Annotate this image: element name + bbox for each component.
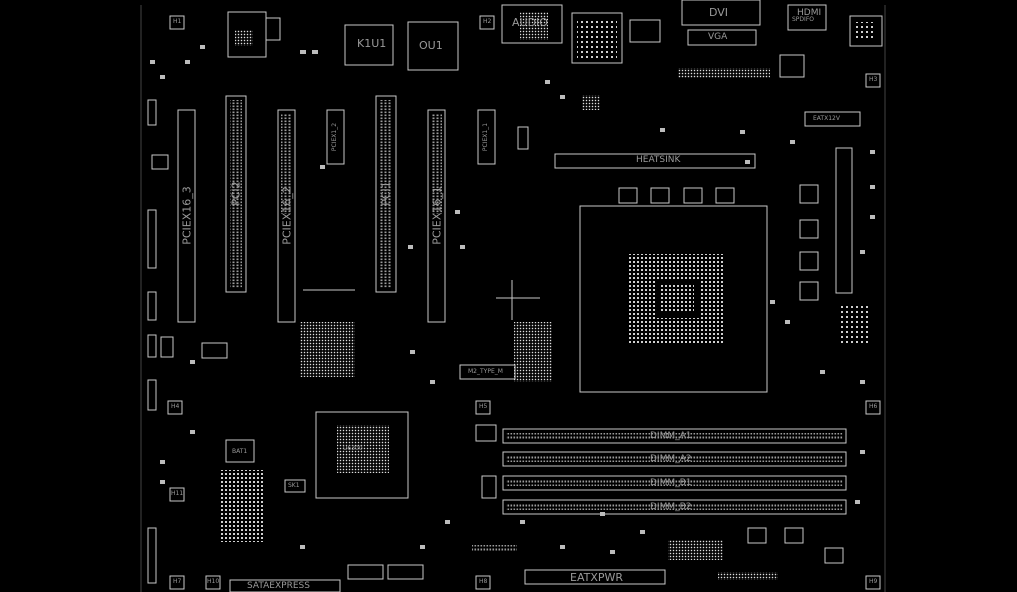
connector-top-right: [849, 15, 883, 47]
dimm-slot-b2-pins: [506, 504, 843, 510]
io-chip-top-left-pads: [235, 30, 253, 46]
bottom-right-cluster: [668, 540, 723, 560]
vrm-choke-8: [799, 281, 819, 301]
cpu-socket-center-pads: [660, 285, 694, 313]
slot-pci2: [225, 95, 247, 293]
slot-pci1-pins: [380, 100, 392, 288]
resistor-row-top: [678, 68, 770, 78]
dimm-slot-a1: [502, 428, 847, 444]
battery: [225, 439, 255, 463]
chip-near-heatsink: [582, 95, 600, 110]
dvi-connector: [681, 0, 761, 26]
eatxpwr-connector: [524, 569, 666, 585]
vrm-choke-6: [799, 219, 819, 239]
audio-pins: [520, 12, 548, 40]
small-comp-m2: [481, 475, 497, 499]
vrm-choke-3: [683, 187, 703, 204]
chip-top-right: [779, 54, 805, 78]
bottom-right-chip-1: [747, 527, 767, 544]
dimm-slot-b1: [502, 475, 847, 491]
m2-area-parts: [514, 322, 552, 382]
vrm-choke-5: [799, 184, 819, 204]
left-comp-2: [147, 209, 157, 269]
mount-hole-h4: [167, 400, 183, 415]
chip-audio-codec-pads: [577, 20, 617, 60]
slot-pciex16-2: [277, 109, 296, 323]
mount-hole-h11: [169, 487, 185, 502]
mount-hole-h1: [169, 15, 185, 30]
vga-connector: [687, 29, 757, 46]
mount-hole-h10: [205, 575, 221, 590]
slot-pciex16-3: [177, 109, 196, 323]
slot-pci2-pins: [230, 100, 242, 288]
component-ou1: [407, 21, 459, 71]
sata-cluster: [220, 470, 265, 542]
heatsink-bracket: [554, 153, 756, 169]
vrm-choke-7: [799, 251, 819, 271]
mount-hole-h3: [865, 73, 881, 88]
passive-components: [150, 45, 875, 554]
mount-hole-h6: [865, 400, 881, 415]
mount-hole-h2: [479, 15, 495, 30]
left-comp-5: [147, 379, 157, 411]
slot-pciex1-1: [477, 109, 496, 165]
cap-left-mid: [160, 336, 174, 358]
pch-chip: [337, 425, 389, 473]
bottom-right-chip-3: [824, 547, 844, 564]
slot-pciex16-1-pins: [431, 114, 442, 214]
bottom-right-chip-2: [784, 527, 804, 544]
mount-hole-h5: [475, 400, 491, 415]
left-chip-1: [151, 154, 169, 170]
sataexpress-connector: [229, 579, 341, 592]
dimm-slot-a1-pins: [506, 433, 843, 439]
slot-pciex16-1: [427, 109, 446, 323]
vrm-choke-4: [715, 187, 735, 204]
dimm-slot-b1-pins: [506, 480, 843, 486]
left-comp-4: [147, 334, 157, 358]
left-comp-1: [147, 99, 157, 126]
dimm-slot-b2: [502, 499, 847, 515]
slot-pci1: [375, 95, 397, 293]
mount-hole-h8: [475, 575, 491, 590]
chip-m2-lower: [475, 424, 497, 442]
pch-upper-parts: [300, 322, 355, 377]
bottom-header-1: [347, 564, 384, 580]
chip-left-mid: [201, 342, 228, 359]
small-comp-1: [517, 126, 529, 150]
vrm-choke-1: [618, 187, 638, 204]
chip-audio-codec: [571, 12, 623, 64]
dimm-slot-a2-pins: [506, 456, 843, 462]
component-k1u1: [344, 24, 394, 66]
dimm-slot-a2: [502, 451, 847, 467]
slot-pciex16-2-pins: [281, 114, 292, 214]
connector-top-left: [265, 17, 281, 41]
bottom-right-resistors: [718, 572, 778, 580]
left-comp-3: [147, 291, 157, 321]
left-comp-6: [147, 527, 157, 584]
hdmi-connector: [787, 4, 827, 31]
vrm-choke-2: [650, 187, 670, 204]
cpu-socket: [579, 205, 768, 393]
slot-pciex1-2: [326, 109, 345, 165]
mount-hole-h7: [169, 575, 185, 590]
pch-outline: [315, 411, 409, 499]
connector-top-right-pads: [856, 22, 876, 40]
vrm-controller: [840, 305, 870, 345]
m2-connector: [459, 364, 516, 380]
component-top-mid: [629, 19, 661, 43]
bottom-header-3: [472, 545, 517, 551]
mount-hole-h9: [865, 575, 881, 590]
bottom-header-2: [387, 564, 424, 580]
eatx12v-connector: [804, 111, 861, 127]
audio-connector: [501, 4, 563, 44]
speaker-header: [284, 479, 306, 493]
vrm-column: [835, 147, 853, 294]
